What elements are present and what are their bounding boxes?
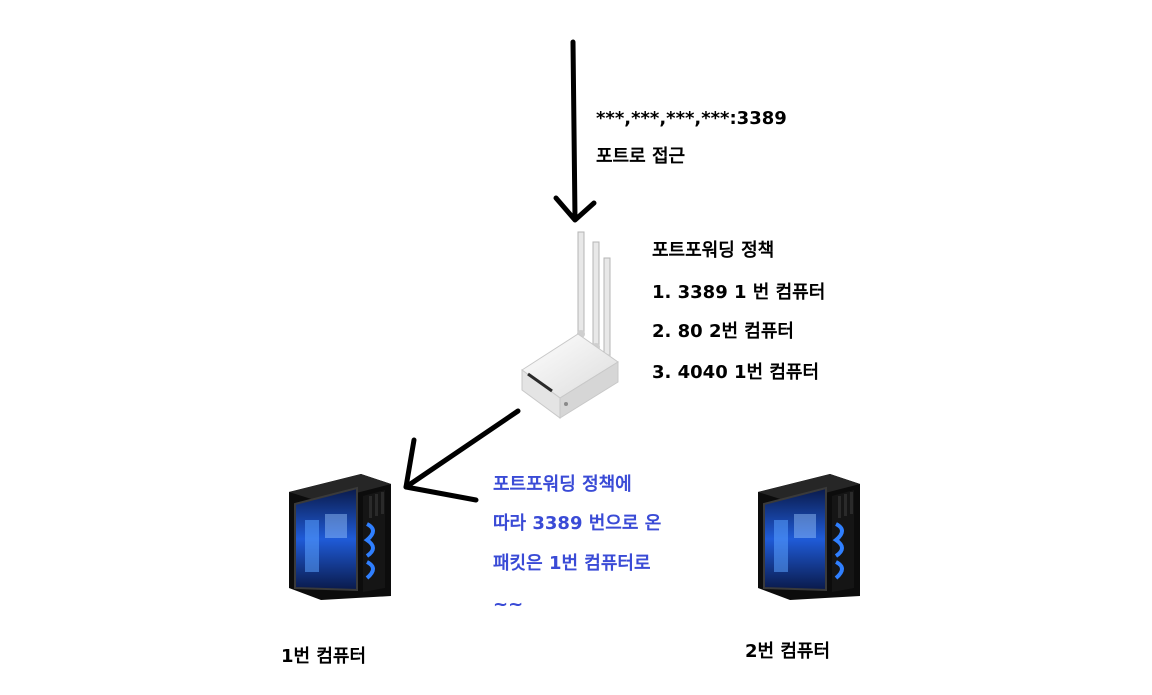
computer-2-label: 2번 컴퓨터 bbox=[745, 641, 831, 662]
incoming-arrow bbox=[553, 39, 597, 223]
note-line: 따라 3389 번으로 온 bbox=[493, 513, 662, 534]
forward-arrow bbox=[403, 408, 521, 503]
computer-1-icon bbox=[289, 474, 391, 600]
policy-rule: 2. 80 2번 컴퓨터 bbox=[652, 321, 794, 342]
policy-rule: 1. 3389 1 번 컴퓨터 bbox=[652, 282, 826, 303]
incoming-address-label: ***,***,***,***:3389 bbox=[596, 108, 787, 129]
note-line: ~~ bbox=[493, 594, 524, 615]
incoming-access-label: 포트로 접근 bbox=[596, 146, 686, 167]
note-line: 포트포워딩 정책에 bbox=[493, 474, 632, 495]
policy-title: 포트포워딩 정책 bbox=[652, 240, 775, 261]
computer-1-label: 1번 컴퓨터 bbox=[281, 646, 367, 667]
router-icon bbox=[521, 231, 619, 419]
note-line: 패킷은 1번 컴퓨터로 bbox=[493, 553, 651, 574]
policy-rule: 3. 4040 1번 컴퓨터 bbox=[652, 362, 820, 383]
computer-2-icon bbox=[758, 474, 860, 600]
